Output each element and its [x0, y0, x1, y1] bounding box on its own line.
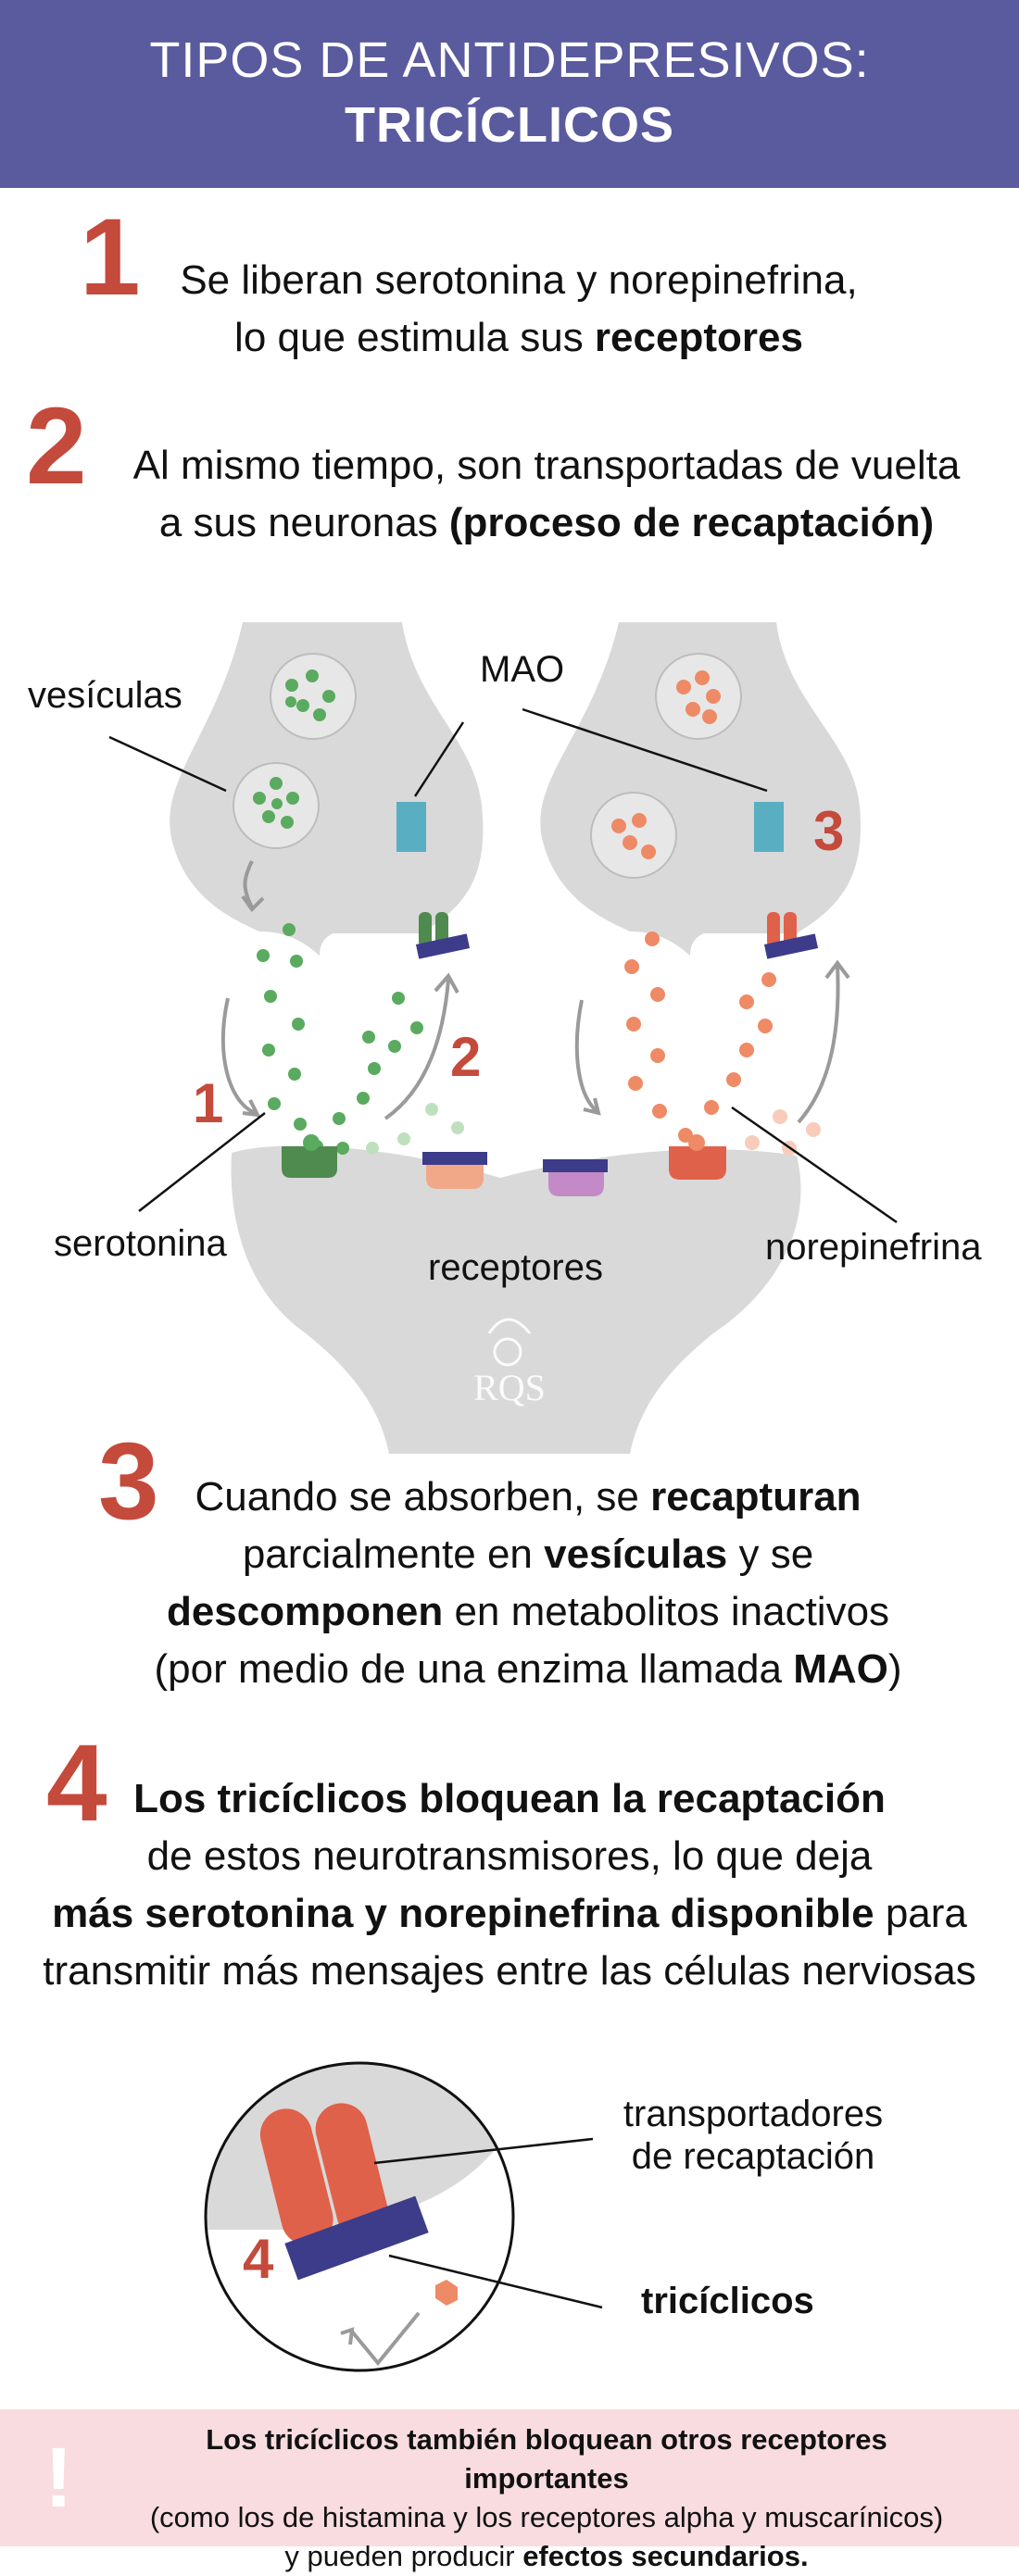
- zoom-illustration: [204, 2061, 603, 2372]
- label-transportadores-line1: transportadores: [623, 2094, 884, 2134]
- step3-line1: Cuando se absorben, se recapturan: [130, 1469, 926, 1526]
- reuptake-transporter-right: [763, 912, 819, 959]
- step3-number: 3: [98, 1420, 159, 1543]
- header-banner: TIPOS DE ANTIDEPRESIVOS: TRICÍCLICOS: [0, 0, 1019, 188]
- footer-line1-bold: Los tricíclicos también bloquean otros r…: [206, 2423, 887, 2495]
- diagram-marker-3: 3: [813, 800, 845, 862]
- step2-line2-bold: (proceso de recaptación): [448, 500, 935, 545]
- synapse-illustration: RQS: [108, 622, 898, 1454]
- step1-text: Se liberan serotonina y norepinefrina, l…: [130, 252, 908, 367]
- footer-line3: y pueden producir efectos secundarios.: [120, 2537, 973, 2576]
- step3-line3-bold: descomponen: [166, 1589, 444, 1634]
- warning-icon: !: [44, 2431, 73, 2525]
- step3-line1-bold: recapturan: [650, 1474, 862, 1519]
- step4-line1-bold: Los tricíclicos bloquean la recaptación: [133, 1776, 886, 1821]
- step4-line3-post: para: [874, 1891, 967, 1936]
- step4-text: Los tricíclicos bloquean la recaptación …: [19, 1770, 1000, 2000]
- serotonin-fading: [366, 1103, 464, 1155]
- receptor-purple-bar: [543, 1159, 608, 1172]
- step3-line4-text: (por medio de una enzima llamada: [154, 1646, 794, 1692]
- step3-line2-post: y se: [727, 1532, 814, 1577]
- step3-text: Cuando se absorben, se recapturan parcia…: [130, 1469, 926, 1698]
- norepinephrine-in-vesicles: [611, 670, 721, 859]
- postsynaptic-neuron: [231, 1145, 801, 1454]
- step3-line2-bold: vesículas: [544, 1532, 728, 1577]
- step4-number: 4: [46, 1722, 107, 1844]
- receptor-peach-bar: [422, 1152, 487, 1165]
- step4-line1: Los tricíclicos bloquean la recaptación: [19, 1770, 1000, 1828]
- step1-line2-bold: receptores: [594, 315, 803, 360]
- label-transportadores: transportadores de recaptación: [619, 2093, 887, 2178]
- serotonin-released: [257, 923, 423, 1155]
- step1-number: 1: [80, 196, 141, 319]
- header-title-line2: TRICÍCLICOS: [345, 97, 674, 153]
- step1-line1: Se liberan serotonina y norepinefrina,: [180, 257, 858, 303]
- step3-line4-post: ): [887, 1646, 902, 1692]
- footer-line3-bold: efectos secundarios.: [522, 2540, 809, 2572]
- norepinephrine-released: [624, 932, 776, 1161]
- receptor-purple: [548, 1172, 604, 1196]
- zoom-transporter-right: [315, 2103, 389, 2240]
- step1-line2: lo que estimula sus receptores: [130, 309, 908, 367]
- serotonin-in-vesicles: [253, 669, 335, 829]
- label-mao: MAO: [480, 649, 565, 690]
- step3-line3: descomponen en metabolitos inactivos: [130, 1583, 926, 1641]
- step1-line2-text: lo que estimula sus: [234, 315, 595, 360]
- footer-warning: ! Los tricíclicos también bloquean otros…: [0, 2409, 1019, 2572]
- footer-line3-text: y pueden producir: [284, 2540, 523, 2572]
- zoom-transporter-left: [259, 2108, 333, 2245]
- step2-text: Al mismo tiempo, son transportadas de vu…: [102, 437, 991, 552]
- footer-text: Los tricíclicos también bloquean otros r…: [120, 2420, 973, 2576]
- step4-line3-bold: más serotonina y norepinefrina disponibl…: [52, 1891, 874, 1936]
- reuptake-transporter-left: [415, 912, 471, 959]
- step4-line2: de estos neurotransmisores, lo que deja: [146, 1833, 873, 1879]
- synapse-diagram: RQS vesículas MAO serotonina receptores …: [0, 593, 1019, 1463]
- step3-line3-post: en metabolitos inactivos: [443, 1589, 890, 1634]
- receptor-serotonin: [282, 1146, 337, 1178]
- label-serotonina: serotonina: [54, 1223, 227, 1264]
- label-vesiculas: vesículas: [28, 675, 182, 716]
- vesicle-left-top: [270, 653, 357, 740]
- step2-line2: a sus neuronas (proceso de recaptación): [102, 494, 991, 552]
- leader-lines: [108, 707, 898, 1224]
- step2-line2-text: a sus neuronas: [158, 500, 449, 545]
- footer-line2: (como los de histamina y los receptores …: [149, 2501, 944, 2533]
- receptor-norepinephrine: [669, 1146, 726, 1180]
- step3-line2: parcialmente en vesículas y se: [130, 1526, 926, 1583]
- zoom-circle-frame: [204, 2061, 515, 2372]
- diagram-marker-1: 1: [193, 1072, 224, 1134]
- label-receptores: receptores: [428, 1247, 603, 1288]
- zoom-detail: 4 transportadores de recaptación tricícl…: [0, 2019, 1019, 2426]
- label-triciclicos: tricíclicos: [641, 2281, 814, 2321]
- vesicle-right-top: [655, 653, 742, 740]
- step2-number: 2: [26, 385, 87, 507]
- zoom-norepinephrine: [435, 2280, 458, 2306]
- step2-line1: Al mismo tiempo, son transportadas de vu…: [132, 443, 961, 488]
- vesicle-right-bottom: [590, 792, 677, 879]
- footer-line1: Los tricíclicos también bloquean otros r…: [120, 2420, 973, 2498]
- diagram-marker-2: 2: [450, 1026, 482, 1088]
- label-norepinefrina: norepinefrina: [765, 1227, 982, 1268]
- step3-line4: (por medio de una enzima llamada MAO): [130, 1641, 926, 1698]
- step3-line2-text: parcialmente en: [242, 1532, 545, 1577]
- mao-enzyme-right: [754, 802, 784, 852]
- header-title-line1: TIPOS DE ANTIDEPRESIVOS:: [149, 32, 870, 88]
- step3-line1-text: Cuando se absorben, se: [195, 1474, 651, 1519]
- norepinephrine-fading: [745, 1109, 821, 1156]
- flow-arrows: [220, 860, 850, 1124]
- zoom-tricyclic-blocker: [284, 2195, 429, 2281]
- step4-line3: más serotonina y norepinefrina disponibl…: [19, 1885, 1000, 1943]
- zoom-marker-4: 4: [243, 2228, 274, 2290]
- mao-enzyme-left: [396, 802, 426, 852]
- rqs-logo-text: RQS: [473, 1367, 546, 1408]
- step3-line4-bold: MAO: [793, 1646, 888, 1692]
- rqs-logo: RQS: [473, 1318, 546, 1408]
- receptor-peach: [426, 1165, 484, 1189]
- step4-line4: transmitir más mensajes entre las célula…: [43, 1948, 976, 1994]
- label-transportadores-line2: de recaptación: [631, 2136, 875, 2177]
